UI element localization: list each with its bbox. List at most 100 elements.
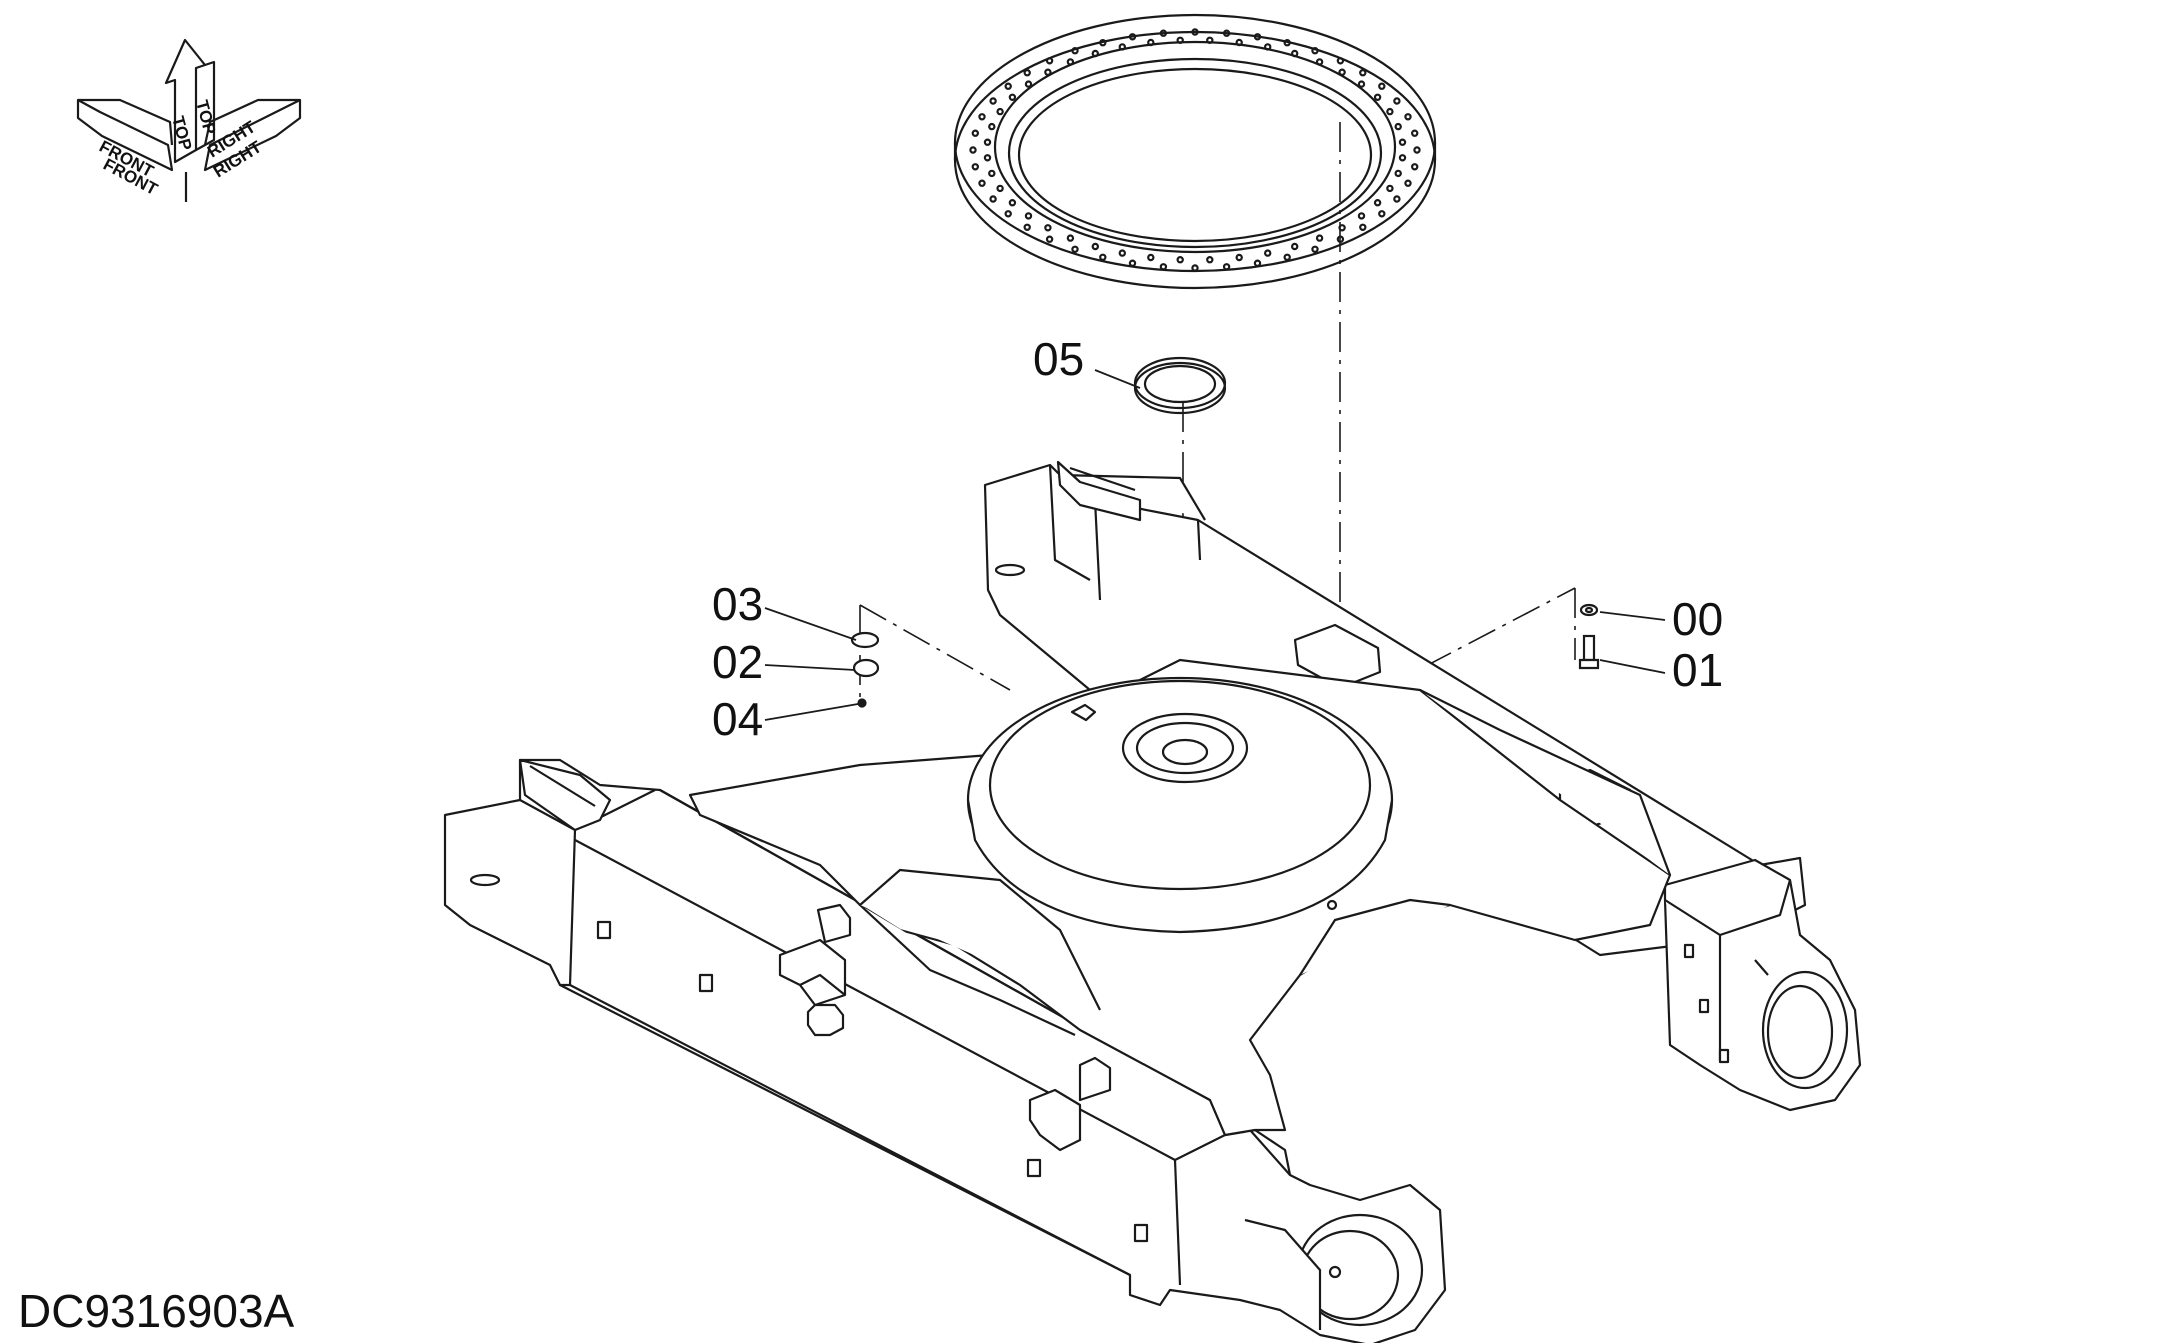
bearing-bolt-hole [1263, 249, 1272, 257]
bearing-bolt-hole [1253, 259, 1262, 267]
bearing-bolt-hole [1394, 169, 1402, 178]
bearing-bolt-hole [1044, 68, 1052, 76]
bearing-bolt-hole [1147, 253, 1155, 262]
bearing-bolt-hole [1045, 57, 1054, 65]
callout-leaders [764, 369, 1666, 721]
bearing-bolt-hole [1394, 122, 1402, 131]
bearing-bolt-hole [1290, 49, 1299, 58]
bearing-bolt-hole [1393, 195, 1401, 203]
bearing-bolt-hole [988, 122, 996, 131]
bearing-bolt-hole [1206, 36, 1214, 45]
bearing-bolt-hole [1359, 223, 1367, 231]
bearing-bolt-hole [1378, 82, 1386, 90]
callout-04: 04 [712, 693, 763, 745]
bearing-bolt-hole [1283, 253, 1291, 261]
bearing-bolt-hole [1338, 68, 1346, 76]
bearing-bolt-hole [1023, 68, 1031, 77]
bearing-bolt-hole [1235, 253, 1243, 262]
bearing-bolt-hole [1311, 47, 1319, 55]
bearing-bolt-hole [1398, 138, 1407, 146]
bearing-bolt-hole [971, 163, 980, 171]
callout-01: 01 [1672, 644, 1723, 696]
bearing-bolt-hole [1118, 43, 1127, 51]
track-frame [443, 460, 1862, 1343]
bearing-bolt-holes [969, 28, 1421, 272]
bearing-bolt-hole [1311, 245, 1319, 253]
bearing-bolt-hole [1206, 256, 1214, 264]
bearing-bolt-hole [1191, 28, 1199, 36]
bearing-bolt-hole [983, 138, 992, 146]
bearing-bolt-hole [1045, 235, 1054, 243]
bearing-bolt-hole [1404, 179, 1412, 187]
bearing-bolt-hole [1404, 113, 1412, 121]
bearing-bolt-hole [1357, 80, 1366, 88]
bearing-bolt-hole [1023, 223, 1031, 231]
bearing-bolt-hole [978, 179, 986, 187]
bearing-bolt-hole [1410, 129, 1419, 137]
bearing-bolt-hole [1253, 33, 1262, 41]
bearing-bolt-hole [1091, 242, 1100, 251]
bearing-bolt-hole [1008, 198, 1017, 207]
bearing-bolt-hole [1315, 234, 1324, 242]
bearing-bolt-hole [1378, 210, 1386, 218]
bearing-bolt-hole [1290, 242, 1299, 251]
bearing-bolt-hole [1336, 57, 1345, 65]
document-id: DC9316903A [18, 1285, 295, 1337]
bearing-bolt-hole [1091, 49, 1100, 58]
bearing-bolt-hole [1315, 58, 1324, 66]
bearing-bolt-hole [1413, 146, 1421, 154]
bearing-bolt-hole [1066, 234, 1075, 242]
bearing-bolt-hole [1044, 224, 1052, 232]
bearing-bolt-hole [1008, 93, 1017, 102]
bearing-bolt-hole [1263, 43, 1272, 51]
bearing-bolt-hole [969, 146, 977, 154]
bearing-bolt-hole [996, 184, 1004, 193]
swing-bearing-ring [953, 13, 1437, 290]
bearing-bolt-hole [1128, 33, 1137, 41]
bearing-bolt-hole [1004, 210, 1012, 218]
bearing-bolt-hole [1024, 212, 1033, 220]
bearing-bolt-hole [1128, 259, 1137, 267]
bearing-bolt-hole [989, 195, 997, 203]
bearing-bolt-hole [988, 169, 996, 178]
bearing-bolt-hole [1386, 184, 1394, 193]
bearing-bolt-hole [1147, 38, 1155, 47]
bearing-bolt-hole [1071, 245, 1079, 253]
small-parts [850, 603, 1600, 708]
orientation-indicator: FRONT FRONT TOP TOP RIGHT RIGHT [76, 38, 302, 202]
bearing-bolt-hole [1191, 264, 1199, 272]
bearing-bolt-hole [1373, 93, 1382, 102]
bearing-bolt-hole [1222, 263, 1231, 271]
bearing-bolt-hole [1235, 38, 1243, 47]
bearing-bolt-hole [1099, 39, 1107, 47]
bearing-bolt-hole [989, 97, 997, 105]
bearing-bolt-hole [1004, 82, 1012, 90]
callout-03: 03 [712, 578, 763, 630]
bearing-bolt-hole [1386, 107, 1394, 116]
callout-02: 02 [712, 636, 763, 688]
bearing-bolt-hole [1222, 29, 1231, 37]
bearing-bolt-hole [1357, 212, 1366, 220]
bearing-bolt-hole [1099, 253, 1107, 261]
bearing-bolt-hole [1410, 163, 1419, 171]
bearing-bolt-hole [1398, 154, 1407, 162]
bearing-bolt-hole [1159, 29, 1168, 37]
bearing-bolt-hole [1024, 80, 1033, 88]
center-joint-seal [1133, 356, 1227, 415]
bearing-bolt-hole [996, 107, 1004, 116]
bearing-bolt-hole [971, 129, 980, 137]
bearing-bolt-hole [1393, 97, 1401, 105]
bearing-bolt-hole [1118, 249, 1127, 257]
bearing-bolt-hole [1283, 39, 1291, 47]
bearing-bolt-hole [1066, 58, 1075, 66]
bearing-bolt-hole [1176, 256, 1184, 264]
bearing-bolt-hole [1159, 263, 1168, 271]
callout-00: 00 [1672, 593, 1723, 645]
callout-05: 05 [1033, 333, 1084, 385]
bearing-bolt-hole [983, 154, 992, 162]
bearing-bolt-hole [1373, 198, 1382, 207]
bearing-bolt-hole [978, 113, 986, 121]
bearing-bolt-hole [1071, 47, 1079, 55]
bearing-bolt-hole [1176, 36, 1184, 45]
